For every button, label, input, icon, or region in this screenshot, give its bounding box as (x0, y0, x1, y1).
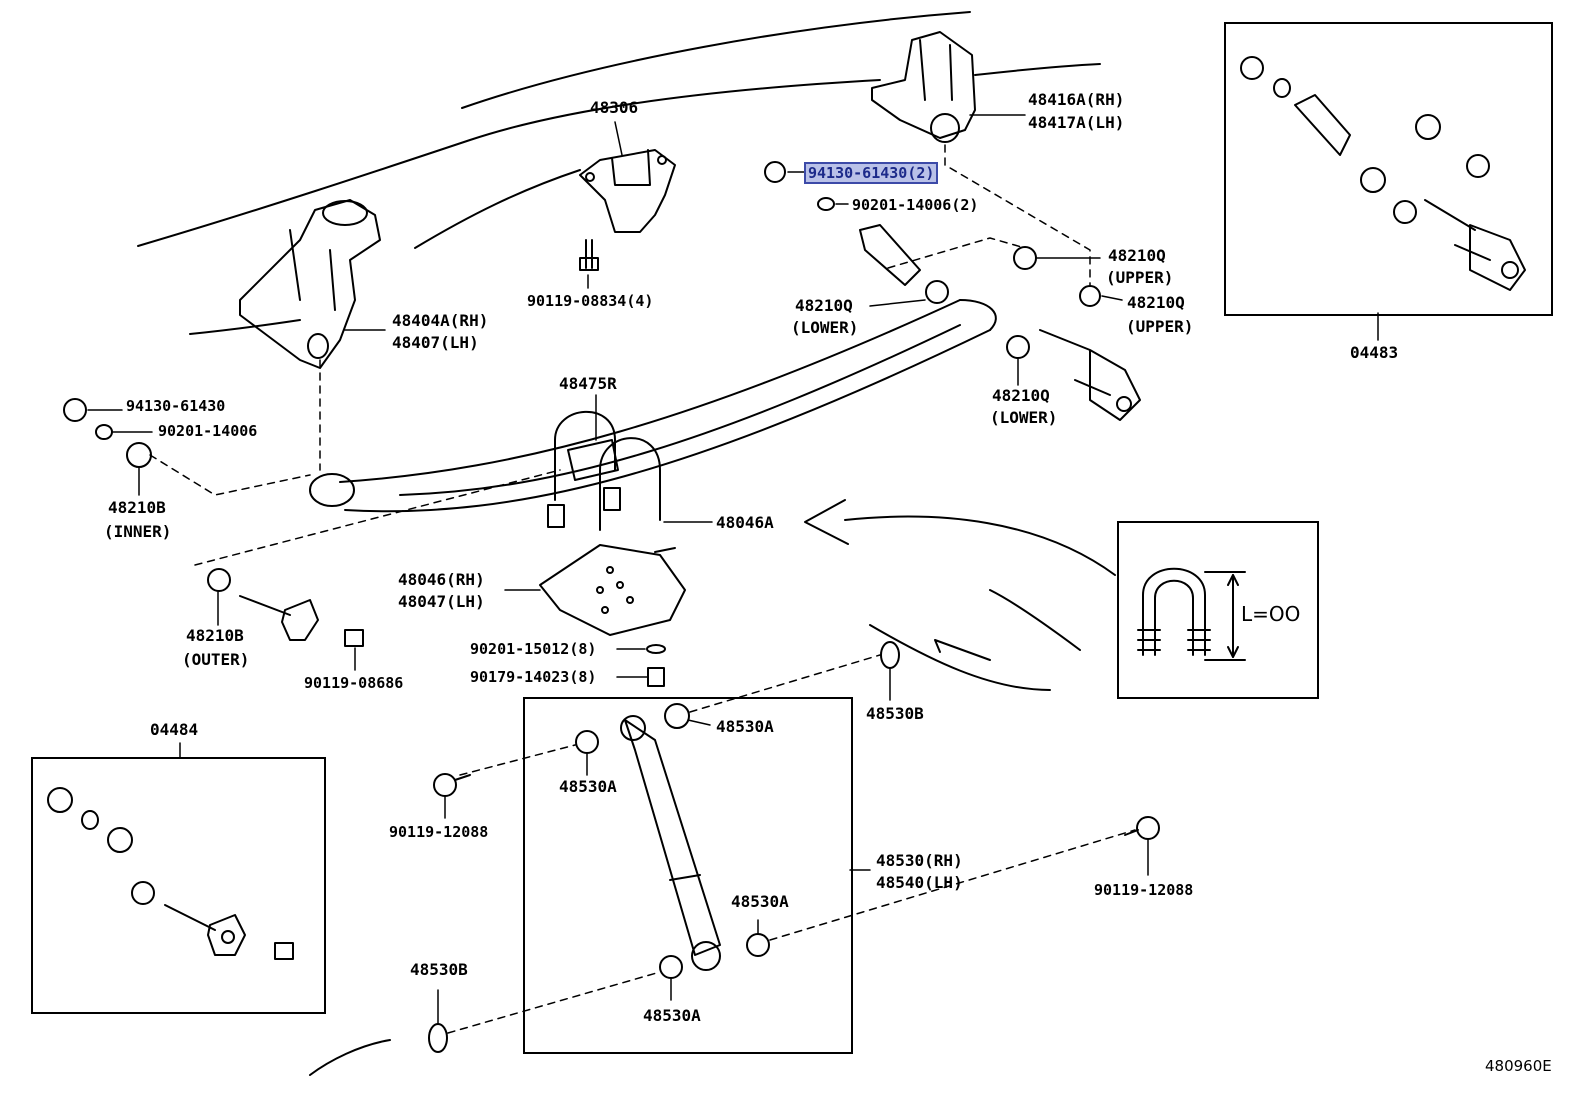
label-ubolt-length: L=OO (1241, 602, 1301, 626)
label-48306[interactable]: 48306 (590, 98, 639, 117)
bracket-48306 (579, 149, 676, 233)
small-parts (63, 161, 1141, 661)
label-90119-12088-right[interactable]: 90119-12088 (1094, 881, 1194, 899)
label-48530b-top[interactable]: 48530B (866, 704, 924, 723)
label-48530[interactable]: 48530(RH) (876, 851, 963, 870)
label-94130-61430[interactable]: 94130-61430 (126, 397, 226, 415)
label-48407[interactable]: 48407(LH) (392, 333, 479, 352)
rear-hanger (871, 31, 976, 143)
label-48210q-upper-2[interactable]: 48210Q (1127, 293, 1185, 312)
frame-outline (137, 11, 1101, 1076)
label-48210q-lower-2[interactable]: 48210Q (992, 386, 1050, 405)
label-48530a-3[interactable]: 48530A (731, 892, 789, 911)
spring-pad (539, 544, 686, 636)
kit-04483-frame (1224, 22, 1553, 316)
label-90201-14006[interactable]: 90201-14006 (158, 422, 258, 440)
kit-04484-parts (47, 787, 294, 960)
label-48530a-4[interactable]: 48530A (643, 1006, 701, 1025)
label-90119-08834-4[interactable]: 90119-08834(4) (527, 292, 654, 310)
label-48530b-bottom[interactable]: 48530B (410, 960, 468, 979)
label-90201-15012-8[interactable]: 90201-15012(8) (470, 640, 597, 658)
bolt-90119-08834 (579, 239, 599, 271)
u-bolts (547, 410, 661, 531)
label-48210q-upper-1[interactable]: 48210Q (1108, 246, 1166, 265)
shock-group-frame (523, 697, 853, 1054)
label-48210q-upper-1-sub: (UPPER) (1106, 268, 1174, 287)
label-48210b-outer[interactable]: 48210B (186, 626, 244, 645)
label-48210b-inner-sub: (INNER) (104, 522, 172, 541)
bolts-90119-12088 (433, 773, 1160, 840)
label-04484[interactable]: 04484 (150, 720, 199, 739)
label-48047[interactable]: 48047(LH) (398, 592, 485, 611)
label-48046a[interactable]: 48046A (716, 513, 774, 532)
label-04483[interactable]: 04483 (1350, 343, 1399, 362)
label-90119-12088-left[interactable]: 90119-12088 (389, 823, 489, 841)
washer-nut (646, 644, 666, 687)
kit-04483-parts (1240, 56, 1526, 291)
diagram-id: 480960E (1485, 1057, 1552, 1075)
label-90179-14023-8[interactable]: 90179-14023(8) (470, 668, 597, 686)
label-94130-61430-2-highlighted[interactable]: 94130-61430(2) (803, 162, 939, 184)
highlight-box[interactable]: 94130-61430(2) (803, 162, 939, 184)
label-48210b-inner[interactable]: 48210B (108, 498, 166, 517)
label-48530a-1[interactable]: 48530A (716, 717, 774, 736)
dashed-lines (149, 144, 1136, 1034)
ubolt-detail-frame (1117, 521, 1319, 699)
label-48210q-upper-2-sub: (UPPER) (1126, 317, 1194, 336)
label-48210q-lower-2-sub: (LOWER) (990, 408, 1058, 427)
label-48416a[interactable]: 48416A(RH) (1028, 90, 1125, 109)
ubolt-detail (1137, 567, 1246, 661)
label-48475r[interactable]: 48475R (559, 374, 617, 393)
front-hanger (239, 199, 381, 369)
label-48210q-lower-1-sub: (LOWER) (791, 318, 859, 337)
label-48417a[interactable]: 48417A(LH) (1028, 113, 1125, 132)
label-48404a[interactable]: 48404A(RH) (392, 311, 489, 330)
kit-04484-frame (31, 757, 326, 1014)
label-90201-14006-2[interactable]: 90201-14006(2) (852, 196, 979, 214)
detail-arrow (804, 499, 1116, 576)
label-48540[interactable]: 48540(LH) (876, 873, 963, 892)
label-90119-08686[interactable]: 90119-08686 (304, 674, 404, 692)
label-48210q-lower-1[interactable]: 48210Q (795, 296, 853, 315)
leader-lines (87, 114, 1379, 1025)
leaf-spring (309, 299, 997, 513)
label-48210b-outer-sub: (OUTER) (182, 650, 250, 669)
label-48046[interactable]: 48046(RH) (398, 570, 485, 589)
label-48530a-2[interactable]: 48530A (559, 777, 617, 796)
